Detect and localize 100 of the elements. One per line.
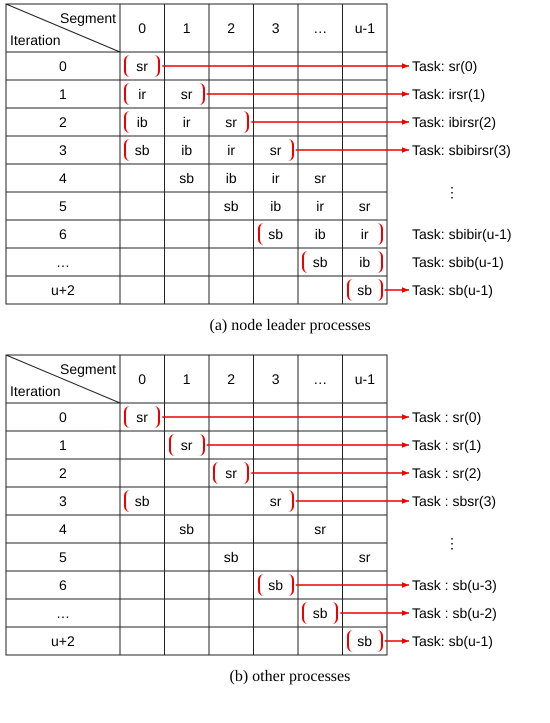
column-header: 0 xyxy=(138,19,146,37)
phase-code: sb xyxy=(268,576,284,594)
bracket-group xyxy=(124,490,294,512)
bracket-group xyxy=(168,434,205,456)
row-label: 6 xyxy=(59,225,67,243)
row-label: 2 xyxy=(59,113,67,131)
phase-code: sr xyxy=(314,520,326,538)
bracket-group xyxy=(346,630,383,652)
row-label: … xyxy=(56,604,70,622)
row-label: 0 xyxy=(59,57,67,75)
arrow xyxy=(251,119,409,125)
row-label: 5 xyxy=(59,197,67,215)
phase-code: sr xyxy=(314,169,326,187)
arrow xyxy=(296,582,409,588)
phase-code: sb xyxy=(224,197,239,215)
phase-code: ib xyxy=(270,197,282,215)
arrow xyxy=(162,414,409,420)
phase-code: sr xyxy=(270,492,282,510)
phase-code: sb xyxy=(312,253,328,271)
arrow xyxy=(384,287,409,293)
task-label: Task : sb(u-3) xyxy=(412,576,497,594)
phase-code: sb xyxy=(179,169,194,187)
bracket-group xyxy=(302,251,383,273)
row-label: 2 xyxy=(59,464,67,482)
phase-code: ib xyxy=(136,113,148,131)
phase-code: sr xyxy=(180,436,192,454)
phase-code: sb xyxy=(357,281,372,299)
row-label: 3 xyxy=(59,141,67,159)
row-label: 4 xyxy=(59,169,67,187)
task-label: Task: ibirsr(2) xyxy=(412,113,496,131)
column-header: 1 xyxy=(182,370,191,388)
row-label: … xyxy=(56,253,70,271)
task-label: Task: sb(u-1) xyxy=(412,632,493,650)
ellipsis-mark: ⋮ xyxy=(445,183,459,201)
phase-code: ir xyxy=(272,169,280,187)
row-label: 0 xyxy=(59,408,67,426)
phase-code: sr xyxy=(225,113,237,131)
bracket-group xyxy=(124,83,205,105)
column-header: 2 xyxy=(227,19,236,37)
row-label: 5 xyxy=(59,548,67,566)
phase-code: ir xyxy=(316,197,324,215)
figure-caption: (a) node leader processes xyxy=(210,317,371,335)
arrow xyxy=(251,470,409,476)
ellipsis-mark: ⋮ xyxy=(445,534,459,552)
task-label: Task: sbibir(u-1) xyxy=(412,225,512,243)
phase-code: sr xyxy=(225,464,237,482)
column-header: 0 xyxy=(138,370,146,388)
task-label: Task : sbsr(3) xyxy=(412,492,496,510)
bracket-group xyxy=(346,279,383,301)
phase-code: sr xyxy=(358,548,370,566)
task-label: Task : sr(0) xyxy=(412,408,482,426)
task-label: Task: sb(u-1) xyxy=(412,281,493,299)
phase-code: ib xyxy=(314,225,326,243)
column-header: 3 xyxy=(272,370,280,388)
phase-code: sb xyxy=(179,520,194,538)
row-label: 4 xyxy=(59,520,67,538)
arrow xyxy=(384,638,409,644)
bracket-group xyxy=(302,602,338,624)
phase-code: ir xyxy=(182,113,191,131)
task-label: Task : sb(u-2) xyxy=(412,604,497,622)
phase-code: sr xyxy=(180,85,192,103)
phase-code: sr xyxy=(136,408,148,426)
axis-label: Iteration xyxy=(10,382,61,400)
axis-label: Segment xyxy=(60,360,116,378)
arrow xyxy=(206,442,409,448)
task-label: Task : sr(1) xyxy=(412,436,482,454)
column-header: … xyxy=(313,19,328,37)
phase-code: ir xyxy=(227,141,236,159)
column-header: u-1 xyxy=(354,370,375,388)
row-label: 3 xyxy=(59,492,67,510)
row-label: 1 xyxy=(59,85,67,103)
row-label: u+2 xyxy=(51,281,75,299)
phase-code: sr xyxy=(136,57,148,75)
axis-label: Iteration xyxy=(10,31,61,49)
column-header: … xyxy=(313,370,328,388)
bracket-group xyxy=(258,574,294,596)
axis-label: Segment xyxy=(60,9,116,27)
task-label: Task : sr(2) xyxy=(412,464,482,482)
phase-code: ib xyxy=(181,141,192,159)
phase-code: sb xyxy=(357,632,372,650)
arrow xyxy=(296,147,409,153)
task-label: Task: irsr(1) xyxy=(412,85,486,103)
phase-code: sb xyxy=(312,604,328,622)
arrow xyxy=(206,91,409,97)
arrow xyxy=(162,63,409,69)
task-label: Task: sbib(u-1) xyxy=(412,253,504,271)
arrow xyxy=(340,610,409,616)
row-label: 6 xyxy=(59,576,67,594)
bracket-group xyxy=(124,55,160,77)
bracket-group xyxy=(124,406,160,428)
phase-code: sb xyxy=(134,141,150,159)
phase-code: sb xyxy=(224,548,239,566)
column-header: u-1 xyxy=(354,19,375,37)
row-label: u+2 xyxy=(51,632,75,650)
phase-code: sb xyxy=(268,225,284,243)
phase-code: sr xyxy=(358,197,370,215)
phase-code: ir xyxy=(360,225,369,243)
phase-code: ib xyxy=(226,169,237,187)
arrow xyxy=(296,498,409,504)
phase-code: ib xyxy=(359,253,370,271)
